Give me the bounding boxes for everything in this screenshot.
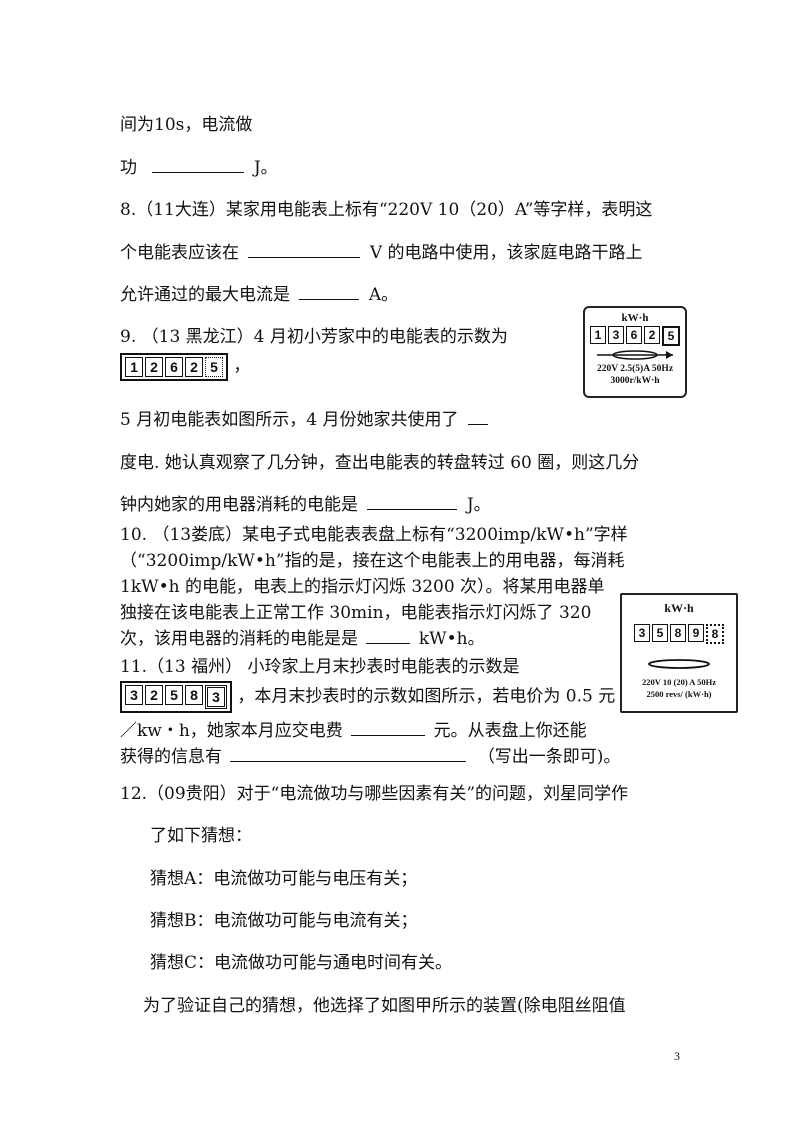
meter-dial-icon — [648, 659, 710, 669]
question-10-line: （“3200imp/kW•h”指的是，接在这个电能表上的用电器，每消耗 — [120, 551, 625, 571]
question-11-line: 3 2 5 8 3 ，本月末抄表时的示数如图所示，若电价为 0.5 元 — [120, 681, 615, 713]
question-9-line: 5 月初电能表如图所示，4 月份她家共使用了 — [120, 405, 488, 430]
page-number: 3 — [674, 1049, 680, 1063]
meter-dial-arrow-icon — [597, 350, 673, 360]
text-line: 间为10s，电流做 — [120, 115, 253, 135]
question-12-line: 为了验证自己的猜想，他选择了如图甲所示的装置(除电阻丝阻值 — [143, 996, 626, 1016]
question-9-line: 钟内她家的用电器消耗的电能是 J。 — [120, 490, 491, 515]
hypothesis-c: 猜想C：电流做功可能与通电时间有关。 — [150, 953, 453, 973]
question-8-line: 个电能表应该在 V 的电路中使用，该家庭电路干路上 — [120, 238, 643, 263]
answer-blank[interactable] — [299, 282, 360, 300]
question-12-line: 12.（09贵阳）对于“电流做功与哪些因素有关”的问题，刘星同学作 — [120, 784, 629, 804]
question-11-line: 获得的信息有 （写出一条即可)。 — [120, 742, 620, 767]
question-10-line: 1kW•h 的电能，电表上的指示灯闪烁 3200 次）。将某用电器单 — [120, 577, 605, 597]
meter-reading-digits: 1 2 6 2 5 — [120, 352, 228, 381]
meter-digits: 1 3 6 2 5 — [585, 326, 685, 346]
question-11-line: ／kw・h，她家本月应交电费 元。从表盘上你还能 — [120, 716, 587, 741]
question-9-line: 1 2 6 2 5 ， — [120, 351, 250, 381]
question-8-line: 允许通过的最大电流是 A。 — [120, 280, 398, 305]
question-10-line: 次，该用电器的消耗的电能是是 kW•h。 — [120, 624, 485, 649]
meter-digits: 3 5 8 9 8 — [622, 624, 736, 644]
question-10-line: 10. （13娄底）某电子式电能表表盘上标有“3200imp/kW•h”字样 — [120, 525, 628, 545]
answer-blank[interactable] — [248, 240, 361, 258]
hypothesis-a: 猜想A：电流做功可能与电压有关； — [150, 869, 418, 889]
answer-blank[interactable] — [351, 718, 426, 736]
electric-meter-figure-1: kW·h 1 3 6 2 5 220V 2.5(5)A 50Hz 3000r/k… — [583, 306, 687, 398]
answer-blank[interactable] — [367, 492, 458, 510]
text-line: 功 J。 — [120, 153, 278, 178]
meter-reading-digits: 3 2 5 8 3 — [120, 681, 232, 713]
answer-blank[interactable] — [152, 155, 245, 173]
question-8-line: 8.（11大连）某家用电能表上标有“220V 10（20）A”等字样，表明这 — [120, 200, 653, 220]
answer-blank[interactable] — [467, 407, 488, 425]
answer-blank[interactable] — [230, 744, 467, 762]
question-10-line: 独接在该电能表上正常工作 30min，电能表指示灯闪烁了 320 — [120, 603, 592, 623]
question-9-line: 度电. 她认真观察了几分钟，查出电能表的转盘转过 60 圈，则这几分 — [120, 453, 640, 473]
answer-blank[interactable] — [366, 626, 411, 644]
hypothesis-b: 猜想B：电流做功可能与电流有关； — [150, 911, 418, 931]
electric-meter-figure-2: kW·h 3 5 8 9 8 220V 10 (20) A 50Hz 2500 … — [620, 593, 738, 713]
question-12-line: 了如下猜想： — [150, 826, 252, 846]
question-11-line: 11.（13 福州） 小玲家上月末抄表时电能表的示数是 — [120, 657, 520, 677]
question-9-line: 9. （13 黑龙江）4 月初小芳家中的电能表的示数为 — [120, 327, 508, 347]
